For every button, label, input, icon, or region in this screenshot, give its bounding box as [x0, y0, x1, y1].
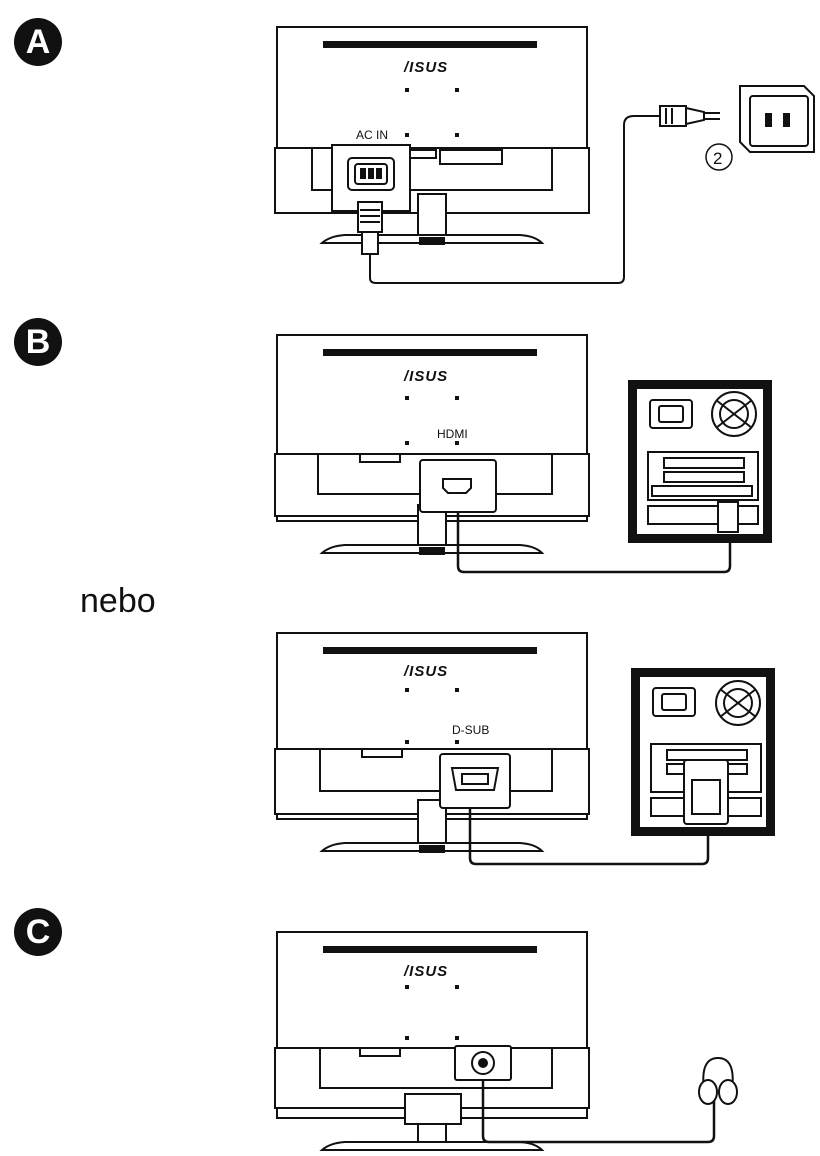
hdmi-label: HDMI — [437, 427, 468, 441]
audio-cable — [481, 1080, 716, 1144]
monitor-back-c — [274, 931, 590, 1151]
or-separator-text: nebo — [80, 582, 156, 620]
headphones-icon — [698, 1056, 738, 1105]
asus-logo-a: /ISUS — [403, 59, 448, 76]
wall-outlet-icon — [739, 85, 815, 153]
panel-b-dsub-diagram: /ISUS D-SUB — [274, 632, 775, 866]
asus-logo-c: /ISUS — [403, 963, 448, 980]
monitor-back-b-dsub — [274, 632, 590, 853]
mount-holes-b-dsub — [405, 688, 459, 744]
monitor-back-b-hdmi — [274, 334, 590, 555]
asus-logo-b-dsub: /ISUS — [403, 663, 448, 680]
outlet-step-marker: 2 — [705, 143, 733, 171]
step-b-badge: B — [14, 318, 62, 366]
wall-plug-icon — [659, 105, 720, 127]
asus-logo-b-hdmi: /ISUS — [403, 368, 448, 385]
dsub-port-highlight — [439, 753, 511, 809]
monitor-back-a — [274, 26, 590, 245]
svg-text:2: 2 — [713, 149, 722, 168]
pc-back-hdmi — [628, 380, 772, 543]
dsub-cable — [468, 808, 710, 866]
hdmi-cable — [456, 512, 732, 574]
panel-a-power-diagram: /ISUS AC IN 2 — [274, 26, 815, 284]
panel-b-hdmi-diagram: /ISUS HDMI — [274, 334, 772, 574]
ac-in-label: AC IN — [356, 128, 388, 142]
ac-in-port-highlight — [331, 144, 411, 212]
dsub-label: D-SUB — [452, 723, 489, 737]
step-a-badge: A — [14, 18, 62, 66]
pc-back-dsub — [631, 668, 775, 836]
mount-holes-a — [405, 88, 459, 137]
mount-holes-c — [405, 985, 459, 1040]
audio-port-highlight — [454, 1045, 512, 1081]
power-cord-cable — [369, 115, 662, 284]
mount-holes-b-hdmi — [405, 396, 459, 445]
step-c-badge: C — [14, 908, 62, 956]
